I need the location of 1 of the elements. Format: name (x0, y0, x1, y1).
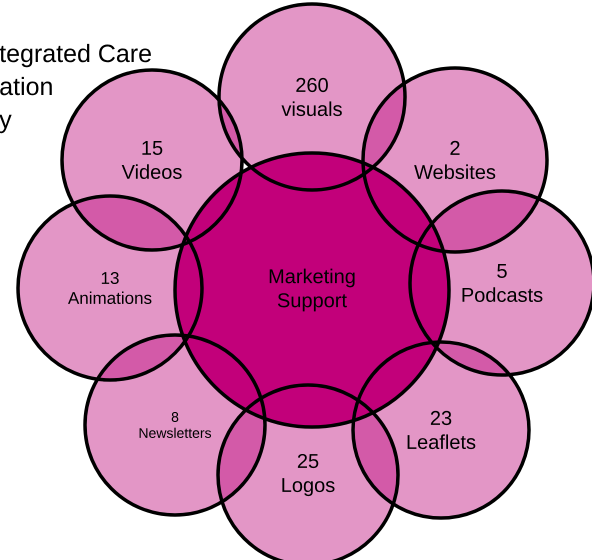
heading-text: tegrated Care (0, 44, 151, 68)
